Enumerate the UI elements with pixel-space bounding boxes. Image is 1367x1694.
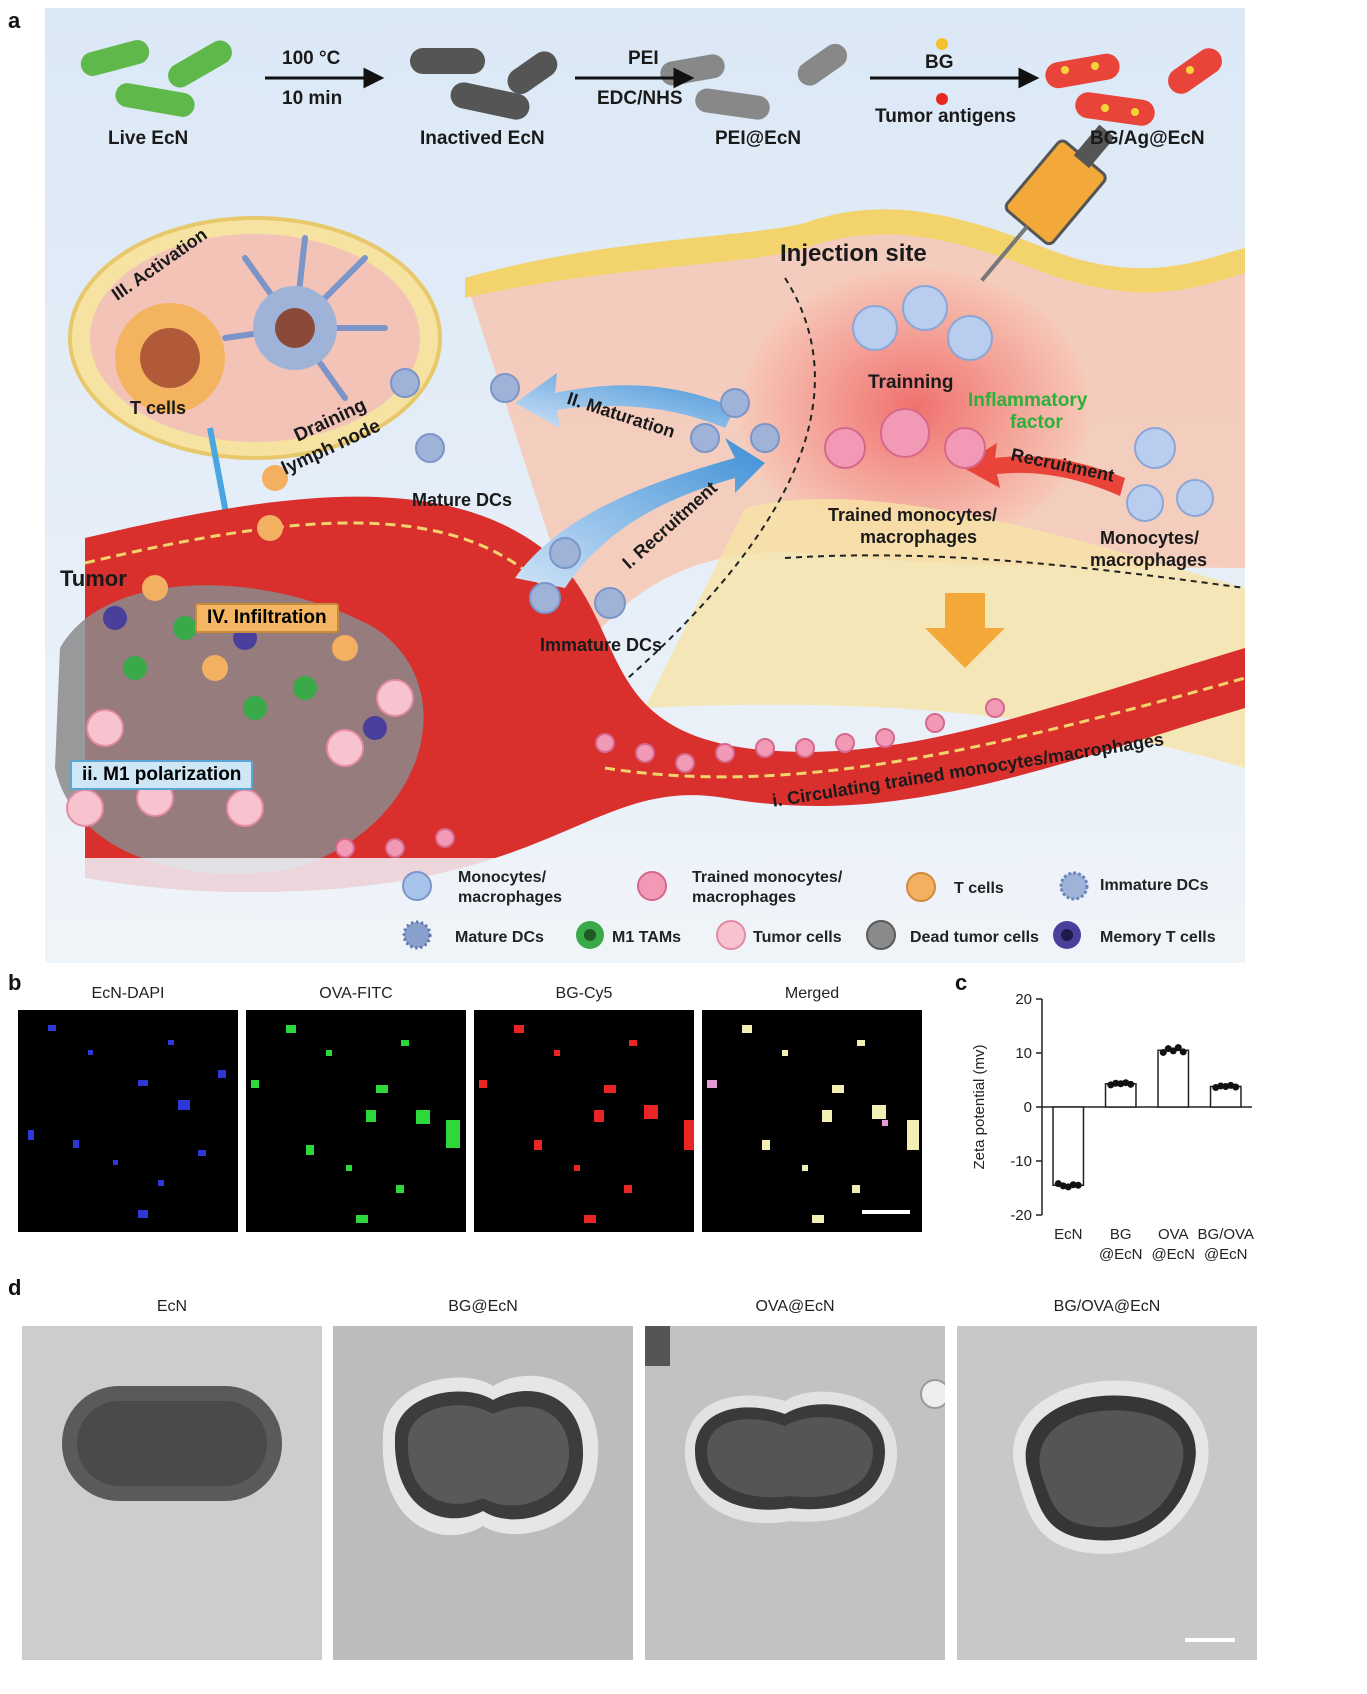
scale-bar-d bbox=[1185, 1638, 1235, 1642]
legend-mature-dcs-text: Mature DCs bbox=[455, 929, 544, 946]
channel-title-fitc: OVA-FITC bbox=[319, 985, 393, 1002]
inflammatory-factor-label-2: factor bbox=[1010, 412, 1063, 433]
monocyte-icon bbox=[402, 871, 432, 901]
panel-letter-c: c bbox=[955, 970, 968, 995]
arrow3-top-label: BG bbox=[925, 52, 954, 73]
trained-monocytes-label-1: Trained monocytes/ bbox=[828, 505, 998, 525]
tem-title-bg-ova-ecn: BG/OVA@EcN bbox=[1053, 1298, 1161, 1315]
immature-dcs-label: Immature DCs bbox=[540, 635, 663, 655]
legend-t-cells-text: T cells bbox=[954, 880, 1004, 897]
flow-step-live-ecn: Live EcN bbox=[108, 128, 189, 149]
legend-monocytes-text-1: Monocytes/ bbox=[458, 869, 547, 886]
infiltration-label: IV. Infiltration bbox=[195, 603, 339, 633]
trained-monocyte-icon bbox=[637, 871, 667, 901]
tem-title-bg-ecn: BG@EcN bbox=[448, 1298, 518, 1315]
data-point bbox=[1232, 1083, 1240, 1091]
data-point bbox=[1074, 1181, 1082, 1189]
tem-image-bg-ecn bbox=[333, 1326, 633, 1660]
trainning-label: Trainning bbox=[868, 372, 954, 393]
data-point bbox=[1174, 1044, 1182, 1052]
x-tick-label: @EcN bbox=[1204, 1246, 1248, 1263]
trained-monocytes-label-2: macrophages bbox=[860, 527, 978, 547]
inflammatory-factor-label-1: Inflammatory bbox=[968, 390, 1088, 411]
arrow1-bottom-label: 10 min bbox=[282, 88, 343, 109]
fluorescence-image-merged bbox=[702, 1010, 922, 1232]
monocytes-label-2: macrophages bbox=[1090, 550, 1208, 570]
legend-trained-text-1: Trained monocytes/ bbox=[692, 869, 843, 886]
tem-image-ecn bbox=[22, 1326, 322, 1660]
x-tick-label: EcN bbox=[1054, 1226, 1082, 1243]
channel-title-dapi: EcN-DAPI bbox=[91, 985, 165, 1002]
data-point bbox=[1179, 1048, 1187, 1056]
x-tick-label: OVA bbox=[1158, 1226, 1189, 1243]
data-point bbox=[1159, 1048, 1167, 1056]
data-point bbox=[1169, 1047, 1177, 1055]
panel-letter-a: a bbox=[8, 8, 21, 33]
tumor-cell-icon bbox=[716, 920, 746, 950]
t-cells-label: T cells bbox=[130, 398, 187, 418]
legend-icons bbox=[402, 871, 1089, 950]
legend-dead-tumor-cells-text: Dead tumor cells bbox=[910, 929, 1039, 946]
panel-letter-d: d bbox=[8, 1275, 22, 1300]
bar bbox=[1052, 1106, 1085, 1187]
flow-step-pei-ecn: PEI@EcN bbox=[715, 128, 802, 149]
schematic-illustration bbox=[45, 8, 1246, 963]
y-axis-label: Zeta potential (mv) bbox=[971, 1044, 988, 1169]
dead-tumor-cell-icon bbox=[866, 920, 896, 950]
legend-trained-text-2: macrophages bbox=[692, 889, 797, 906]
flow-step-inactived-ecn: Inactived EcN bbox=[420, 128, 545, 149]
y-tick-label: 0 bbox=[1024, 1099, 1032, 1116]
m1-polarization-label: ii. M1 polarization bbox=[70, 760, 254, 790]
panel-letter-b: b bbox=[8, 970, 22, 995]
tem-title-ecn: EcN bbox=[156, 1298, 188, 1315]
mature-dcs-label: Mature DCs bbox=[412, 490, 513, 510]
legend-m1-tams-text: M1 TAMs bbox=[612, 929, 682, 946]
tumor-label: Tumor bbox=[60, 566, 127, 591]
legend-immature-dcs-text: Immature DCs bbox=[1100, 877, 1209, 894]
tem-title-ova-ecn: OVA@EcN bbox=[755, 1298, 835, 1315]
legend-tumor-cells-text: Tumor cells bbox=[753, 929, 842, 946]
x-tick-label: @EcN bbox=[1151, 1246, 1195, 1263]
fluorescence-image-cy5 bbox=[474, 1010, 694, 1232]
y-tick-label: 20 bbox=[1015, 991, 1032, 1008]
arrow2-bottom-label: EDC/NHS bbox=[597, 88, 683, 109]
monocytes-label-1: Monocytes/ bbox=[1100, 528, 1200, 548]
t-cell-icon bbox=[906, 872, 936, 902]
arrow2-top-label: PEI bbox=[628, 48, 659, 69]
live-ecn-bacteria bbox=[80, 40, 232, 117]
tem-image-ova-ecn bbox=[645, 1326, 945, 1660]
immature-dc-icon bbox=[1059, 871, 1089, 901]
scale-bar-b bbox=[862, 1210, 910, 1214]
arrow1-top-label: 100 °C bbox=[282, 48, 341, 69]
x-tick-label: @EcN bbox=[1099, 1246, 1143, 1263]
fluorescence-image-dapi bbox=[18, 1010, 238, 1232]
inactived-ecn-bacteria bbox=[410, 48, 558, 120]
legend-monocytes-text-2: macrophages bbox=[458, 889, 563, 906]
y-tick-label: -10 bbox=[1010, 1153, 1032, 1170]
fluorescence-image-fitc bbox=[246, 1010, 466, 1232]
bg-ag-ecn-bacteria bbox=[1045, 48, 1222, 126]
y-tick-label: -20 bbox=[1010, 1207, 1032, 1224]
x-tick-label: BG/OVA bbox=[1198, 1226, 1254, 1243]
channel-title-cy5: BG-Cy5 bbox=[555, 985, 613, 1002]
arrow3-bottom-label: Tumor antigens bbox=[875, 106, 1017, 127]
legend-memory-t-cells-text: Memory T cells bbox=[1100, 929, 1216, 946]
bar bbox=[1157, 1049, 1190, 1108]
mature-dc-icon bbox=[402, 920, 432, 950]
schematic-panel-a bbox=[45, 8, 1246, 963]
y-tick-label: 10 bbox=[1015, 1045, 1032, 1062]
tem-image-bg-ova-ecn bbox=[957, 1326, 1257, 1660]
x-tick-label: BG bbox=[1110, 1226, 1132, 1243]
data-point bbox=[1127, 1080, 1135, 1088]
flow-step-bg-ag-ecn: BG/Ag@EcN bbox=[1090, 128, 1205, 149]
injection-site-label: Injection site bbox=[780, 240, 927, 267]
channel-title-merged: Merged bbox=[784, 985, 840, 1002]
